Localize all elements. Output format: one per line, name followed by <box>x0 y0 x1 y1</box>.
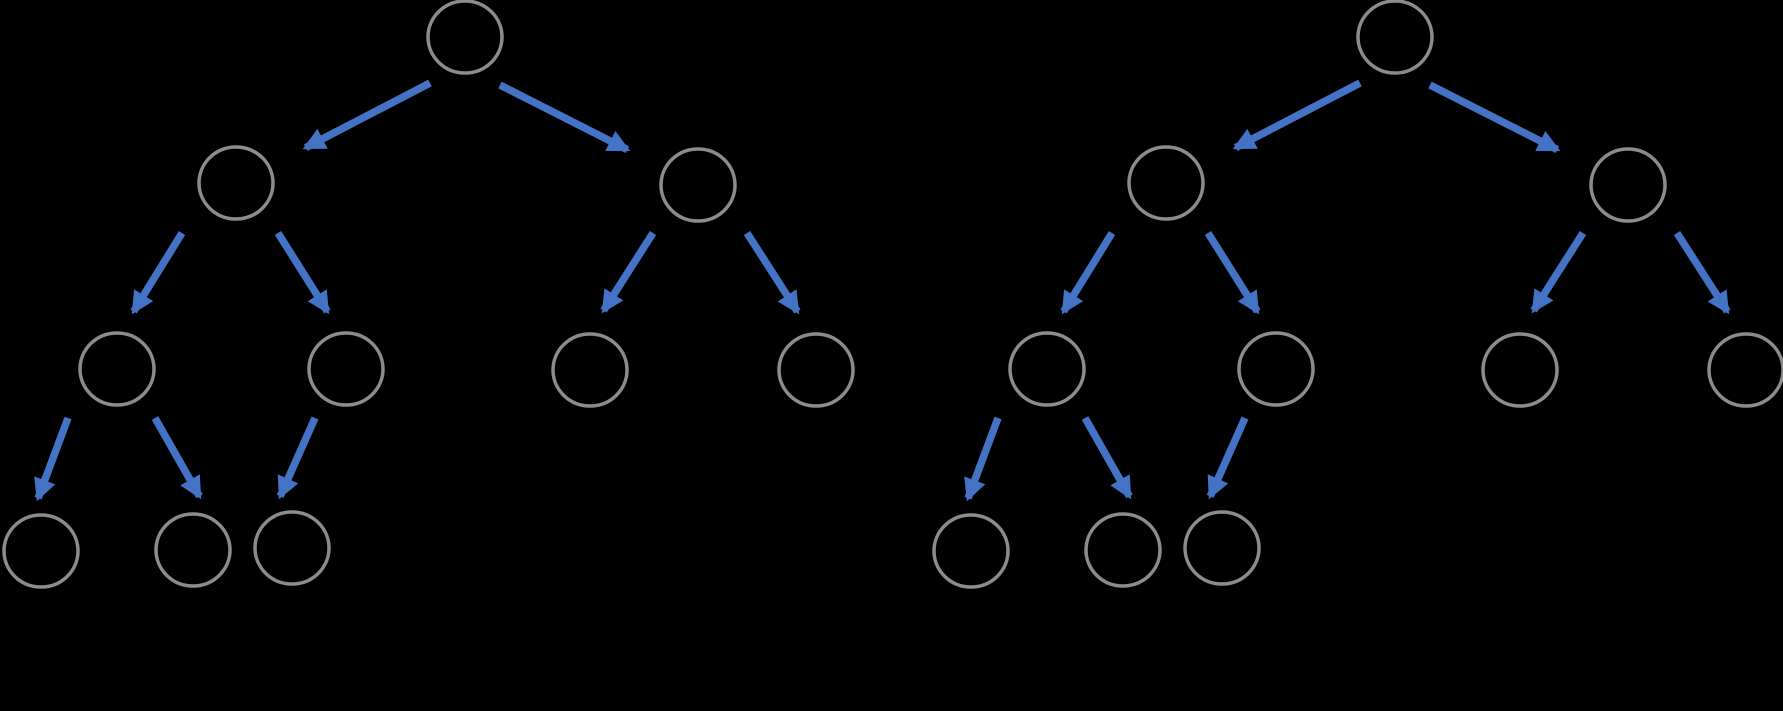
edge-arrow-left-left-to-left-left-left <box>34 416 72 502</box>
tree-node-left-right <box>307 331 385 407</box>
edge-arrow-root-to-left <box>1232 79 1362 151</box>
edge-arrow-right-to-right-left <box>600 230 657 314</box>
edge-arrow-root-to-left <box>302 79 432 151</box>
edge-arrow-left-to-left-right <box>1204 231 1261 315</box>
edge-arrow-right-to-right-right <box>1673 230 1731 315</box>
edge-arrow-root-to-right <box>498 81 631 153</box>
edge-arrow-left-left-to-left-left-left <box>964 416 1002 502</box>
tree-node-right-left <box>1481 332 1559 408</box>
tree-node-left <box>1127 145 1205 221</box>
tree-node-left-left-left <box>932 513 1010 589</box>
tree-node-left-left <box>78 331 156 407</box>
edge-arrow-left-right-to-left-right-left <box>1206 416 1249 500</box>
tree-node-root <box>1356 0 1434 75</box>
tree-node-right <box>1589 147 1667 223</box>
tree-node-right-left <box>551 332 629 408</box>
tree-node-left-left-right <box>154 512 232 588</box>
binary-tree-left <box>2 0 855 589</box>
tree-node-left-right-left <box>253 510 331 586</box>
edge-arrow-right-to-right-left <box>1530 230 1587 314</box>
edge-arrow-root-to-right <box>1428 81 1561 153</box>
edge-arrow-left-to-left-right <box>274 231 331 315</box>
tree-node-root <box>426 0 504 75</box>
tree-node-left-left-right <box>1084 512 1162 588</box>
binary-tree-right <box>932 0 1783 589</box>
edge-arrow-left-left-to-left-left-right <box>151 416 203 500</box>
edge-arrow-right-to-right-right <box>743 230 801 315</box>
tree-node-right-right <box>1707 332 1783 408</box>
tree-node-left <box>197 145 275 221</box>
edge-arrow-left-right-to-left-right-left <box>276 416 319 500</box>
edge-arrow-left-to-left-left <box>130 231 186 315</box>
tree-node-right <box>659 147 737 223</box>
edge-arrow-left-to-left-left <box>1060 231 1116 315</box>
tree-node-left-right <box>1237 331 1315 407</box>
edge-arrow-left-left-to-left-left-right <box>1081 416 1133 500</box>
tree-node-left-left-left <box>2 513 80 589</box>
tree-node-right-right <box>777 332 855 408</box>
tree-node-left-right-left <box>1183 510 1261 586</box>
tree-node-left-left <box>1008 331 1086 407</box>
